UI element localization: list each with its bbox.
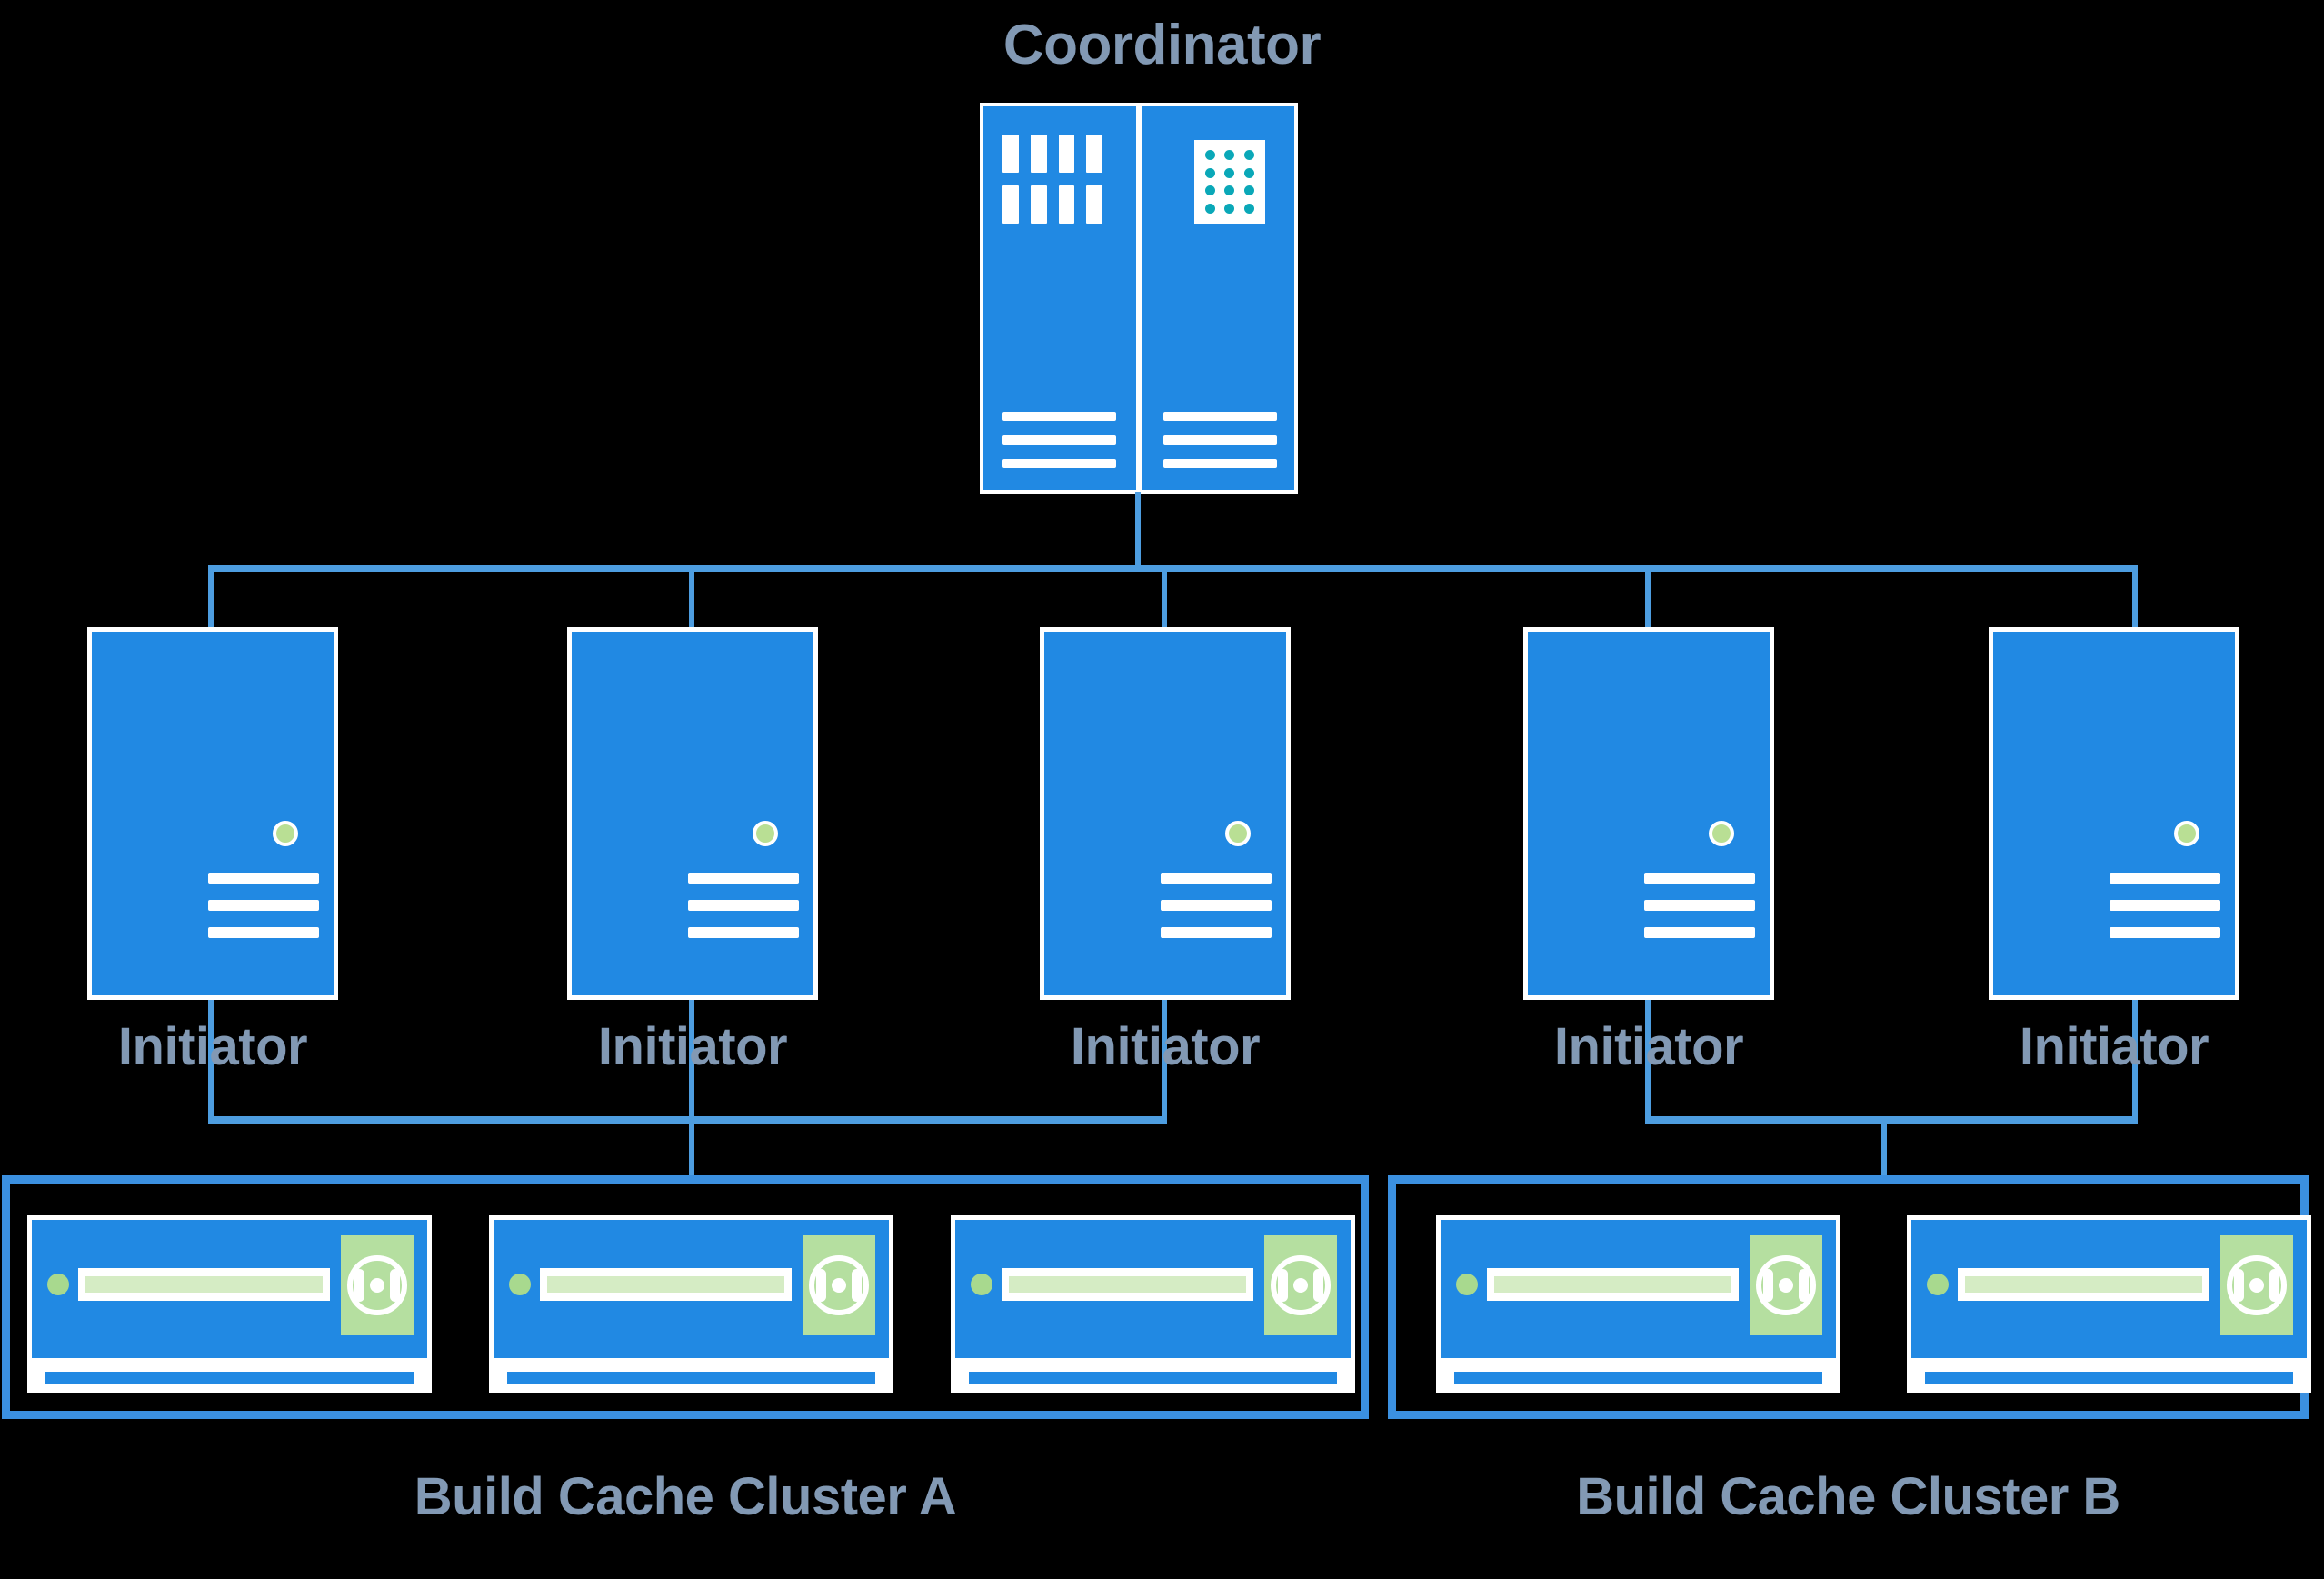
connector-cluster-a-drop bbox=[689, 1116, 694, 1182]
server-lines-icon bbox=[1161, 873, 1272, 938]
initiator-server-1[interactable] bbox=[87, 627, 338, 1000]
initiator-server-4[interactable] bbox=[1523, 627, 1774, 1000]
status-led-icon bbox=[753, 821, 778, 846]
build-cache-cluster-a-box[interactable] bbox=[2, 1175, 1369, 1419]
connector-initiator-1-drop bbox=[208, 1000, 214, 1122]
initiator-label-2: Initiator bbox=[597, 1017, 788, 1076]
connector-coordinator-drop bbox=[1135, 492, 1141, 570]
disk-icon bbox=[2220, 1235, 2293, 1335]
coordinator-left-lines-icon bbox=[1002, 412, 1116, 468]
coordinator-right-lines-icon bbox=[1163, 412, 1277, 468]
cache-node-a3[interactable] bbox=[951, 1215, 1355, 1393]
coordinator-rack-icon[interactable] bbox=[980, 103, 1298, 494]
cache-drive-bar bbox=[540, 1268, 792, 1301]
cluster-a-label: Build Cache Cluster A bbox=[414, 1467, 957, 1526]
initiator-label-3: Initiator bbox=[1070, 1017, 1261, 1076]
server-lines-icon bbox=[2110, 873, 2220, 938]
coordinator-left-panel bbox=[983, 106, 1136, 490]
server-lines-icon bbox=[208, 873, 319, 938]
status-led-icon bbox=[1709, 821, 1734, 846]
connector-bus-to-initiator-3 bbox=[1162, 565, 1167, 630]
initiator-label-5: Initiator bbox=[2019, 1017, 2209, 1076]
connector-cluster-b-bus bbox=[1645, 1116, 2138, 1124]
cache-node-stand bbox=[1925, 1372, 2293, 1384]
cache-status-led-icon bbox=[1927, 1274, 1949, 1295]
server-lines-icon bbox=[688, 873, 799, 938]
server-lines-icon bbox=[1644, 873, 1755, 938]
disk-icon bbox=[341, 1235, 414, 1335]
connector-bus-to-initiator-5 bbox=[2132, 565, 2138, 630]
connector-initiator-4-drop bbox=[1645, 1000, 1651, 1122]
cache-status-led-icon bbox=[47, 1274, 69, 1295]
page-title: Coordinator bbox=[1002, 14, 1322, 76]
cache-node-stand bbox=[969, 1372, 1337, 1384]
cache-status-led-icon bbox=[509, 1274, 531, 1295]
cache-drive-bar bbox=[1487, 1268, 1739, 1301]
cache-node-stand bbox=[507, 1372, 875, 1384]
status-led-icon bbox=[273, 821, 298, 846]
connector-initiator-2-drop bbox=[689, 1000, 694, 1122]
dot-matrix-icon bbox=[1194, 140, 1265, 224]
initiator-server-3[interactable] bbox=[1040, 627, 1291, 1000]
cache-node-a1[interactable] bbox=[27, 1215, 432, 1393]
cache-node-b1[interactable] bbox=[1436, 1215, 1840, 1393]
cache-status-led-icon bbox=[1456, 1274, 1478, 1295]
cache-drive-bar bbox=[1002, 1268, 1253, 1301]
cache-node-stand bbox=[45, 1372, 414, 1384]
connector-cluster-a-bus bbox=[208, 1116, 1167, 1124]
initiator-server-5[interactable] bbox=[1989, 627, 2239, 1000]
disk-icon bbox=[803, 1235, 875, 1335]
connector-initiator-3-drop bbox=[1162, 1000, 1167, 1122]
connector-bus-to-initiator-4 bbox=[1645, 565, 1651, 630]
initiator-label-4: Initiator bbox=[1553, 1017, 1744, 1076]
connector-bus-to-initiator-2 bbox=[689, 565, 694, 630]
initiator-server-2[interactable] bbox=[567, 627, 818, 1000]
connector-initiator-bus bbox=[211, 565, 2138, 572]
cluster-b-label: Build Cache Cluster B bbox=[1576, 1467, 2120, 1526]
connector-cluster-b-drop bbox=[1881, 1116, 1887, 1182]
coordinator-right-panel bbox=[1142, 106, 1294, 490]
disk-icon bbox=[1750, 1235, 1822, 1335]
cache-drive-bar bbox=[78, 1268, 330, 1301]
blade-bars-icon bbox=[1002, 135, 1102, 224]
cache-node-b2[interactable] bbox=[1907, 1215, 2311, 1393]
cache-drive-bar bbox=[1958, 1268, 2209, 1301]
disk-icon bbox=[1264, 1235, 1337, 1335]
connector-bus-to-initiator-1 bbox=[208, 565, 214, 630]
status-led-icon bbox=[1225, 821, 1251, 846]
initiator-label-1: Initiator bbox=[117, 1017, 308, 1076]
status-led-icon bbox=[2174, 821, 2199, 846]
cache-node-stand bbox=[1454, 1372, 1822, 1384]
cache-status-led-icon bbox=[971, 1274, 992, 1295]
connector-initiator-5-drop bbox=[2132, 1000, 2138, 1122]
cache-node-a2[interactable] bbox=[489, 1215, 893, 1393]
